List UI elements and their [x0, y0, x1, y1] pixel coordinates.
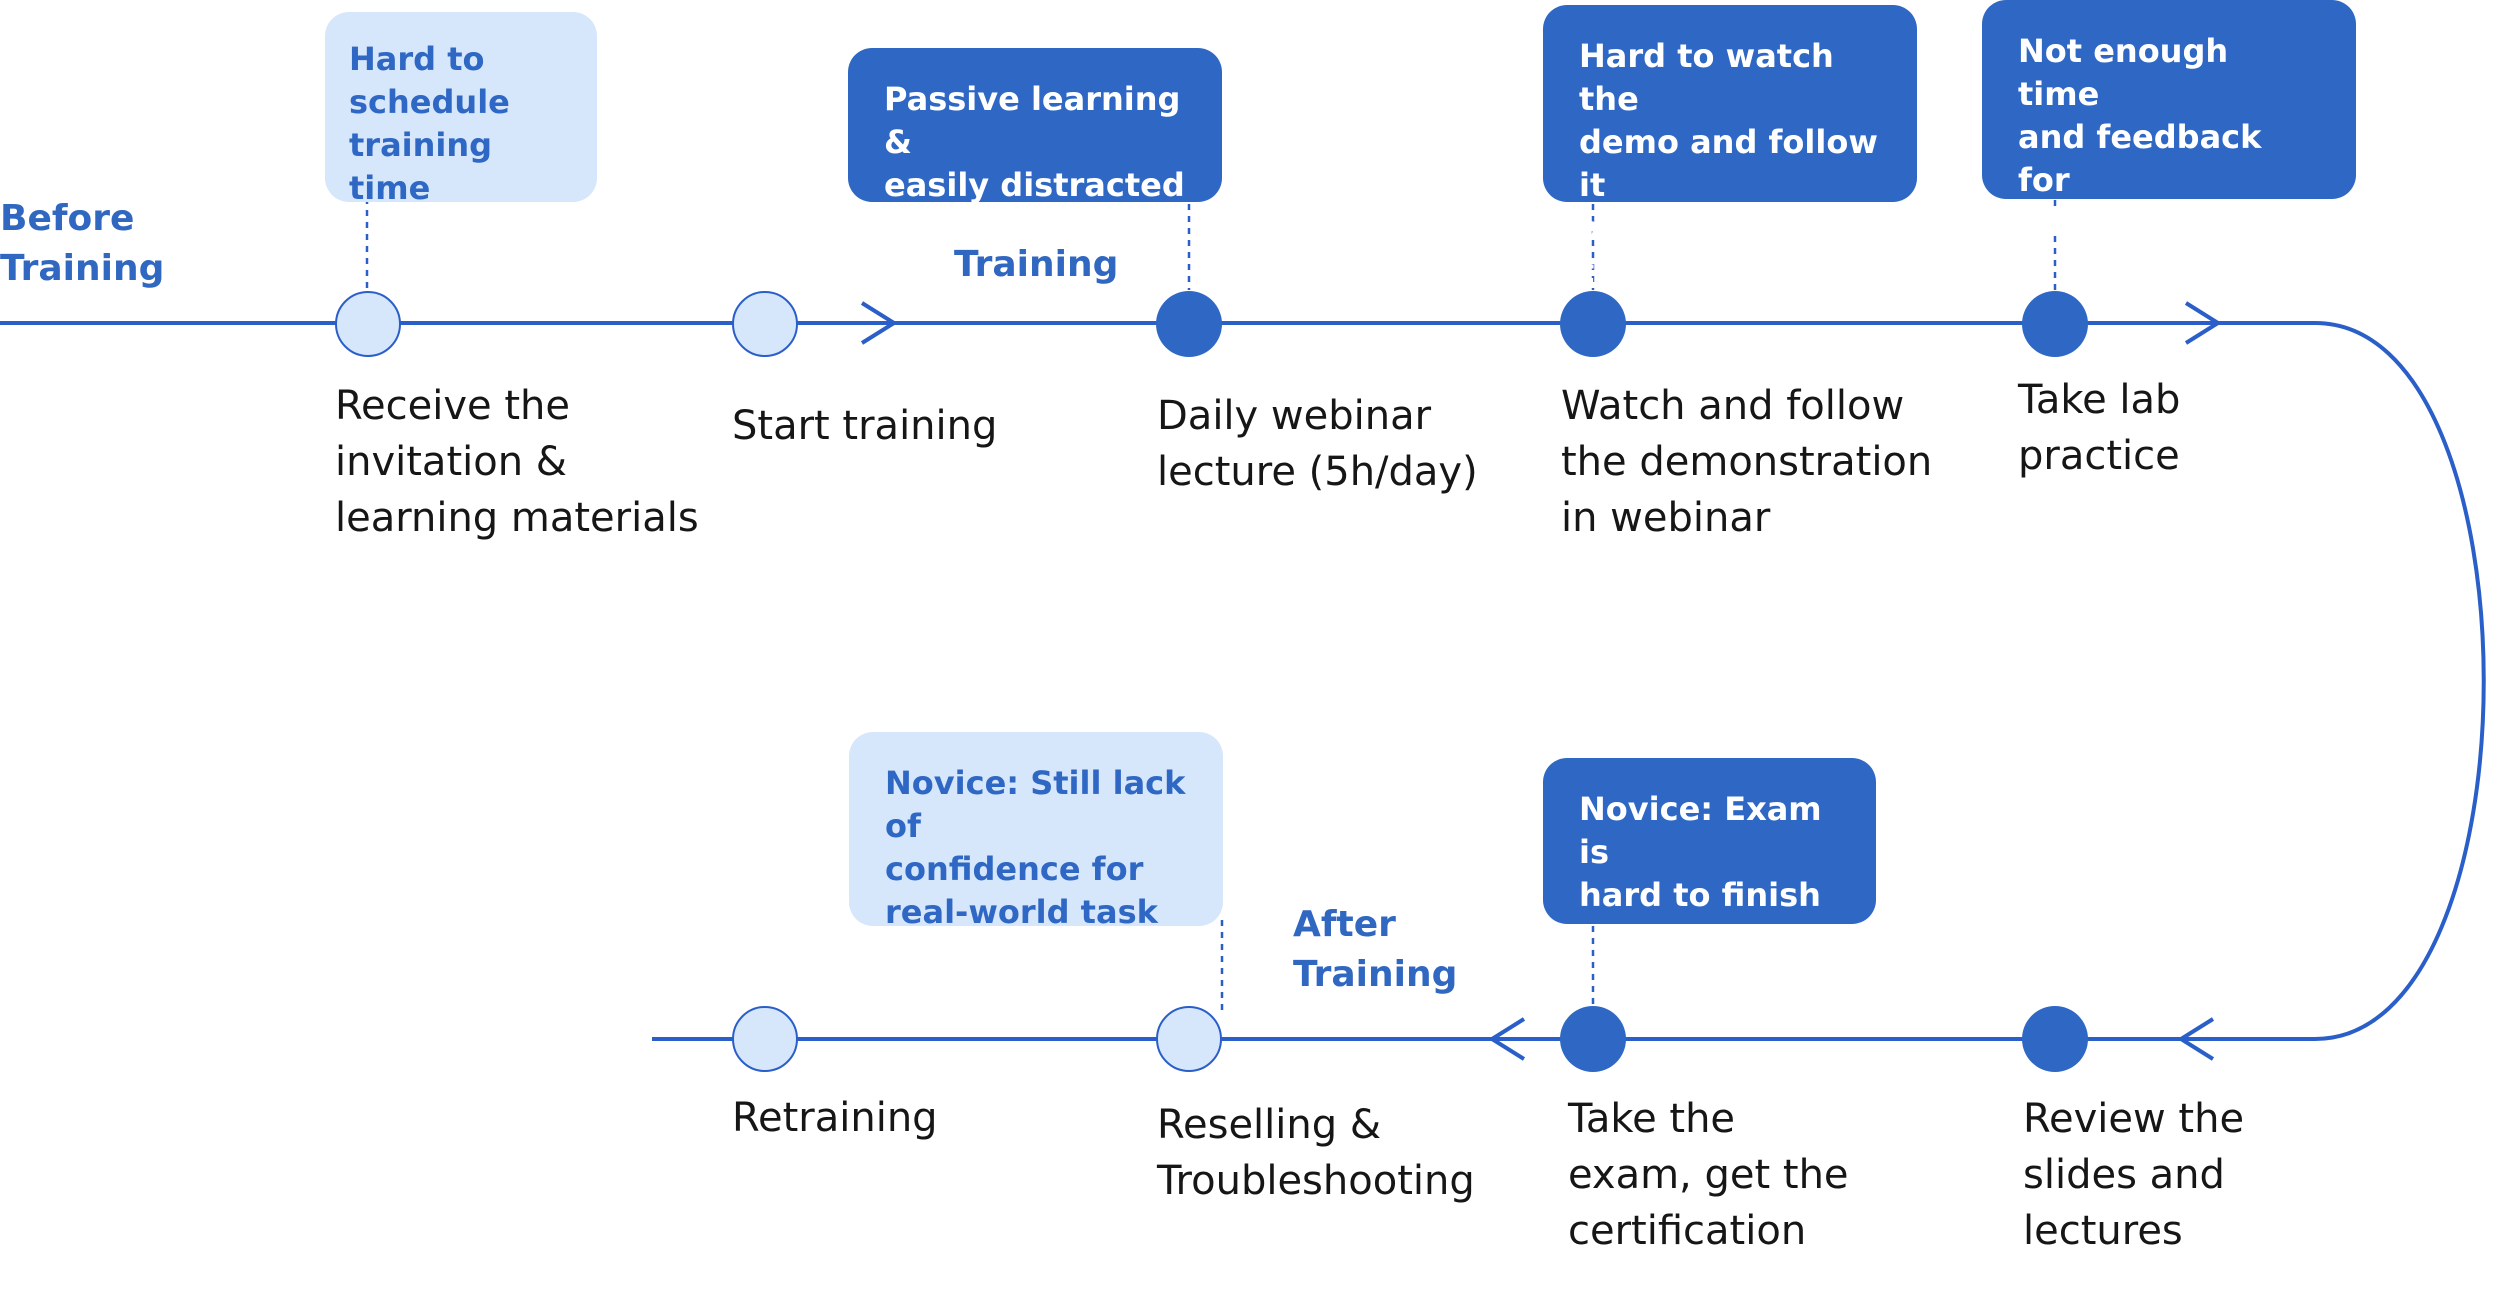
pain-point-passive: Passive learning & easily distracted: [848, 48, 1222, 204]
node-webinar: [1156, 291, 1222, 357]
step-reselling-troubleshooting: Reselling & Troubleshooting: [1157, 1102, 1475, 1204]
pain-point-schedule: Hard to schedule training time: [325, 12, 597, 207]
phase-after-training: After Training: [1293, 904, 1458, 995]
node-start: [732, 291, 798, 357]
step-take-lab-practice: Take lab practice: [2018, 377, 2181, 479]
step-receive-invitation: Receive the invitation & learning materi…: [335, 383, 699, 541]
phase-before-training: Before Training: [0, 198, 165, 289]
step-retraining: Retraining: [732, 1095, 938, 1141]
step-review-slides: Review the slides and lectures: [2023, 1096, 2245, 1254]
pain-point-demo: Hard to watch the demo and follow it at …: [1543, 5, 1917, 290]
node-watch: [1560, 291, 1626, 357]
step-daily-webinar: Daily webinar lecture (5h/day): [1157, 393, 1478, 495]
phase-training: Training: [954, 244, 1119, 285]
node-lab: [2022, 291, 2088, 357]
arrow-right-icon: [860, 301, 898, 345]
pain-point-confidence: Novice: Still lack of confidence for rea…: [849, 732, 1223, 931]
step-take-exam: Take the exam, get the certification: [1568, 1096, 1849, 1254]
u-turn-curve: [2314, 321, 2486, 1041]
step-start-training: Start training: [732, 403, 998, 449]
node-receive: [335, 291, 401, 357]
arrow-left-icon: [2177, 1017, 2215, 1061]
node-review: [2022, 1006, 2088, 1072]
arrow-left-icon: [1488, 1017, 1526, 1061]
node-retraining: [732, 1006, 798, 1072]
arrow-right-icon: [2184, 301, 2222, 345]
pain-point-lab-time: Not enough time and feedback for lab pra…: [1982, 0, 2356, 242]
node-exam: [1560, 1006, 1626, 1072]
pain-point-exam: Novice: Exam is hard to finish: [1543, 758, 1876, 924]
step-watch-demonstration: Watch and follow the demonstration in we…: [1561, 383, 1933, 541]
node-reselling: [1156, 1006, 1222, 1072]
